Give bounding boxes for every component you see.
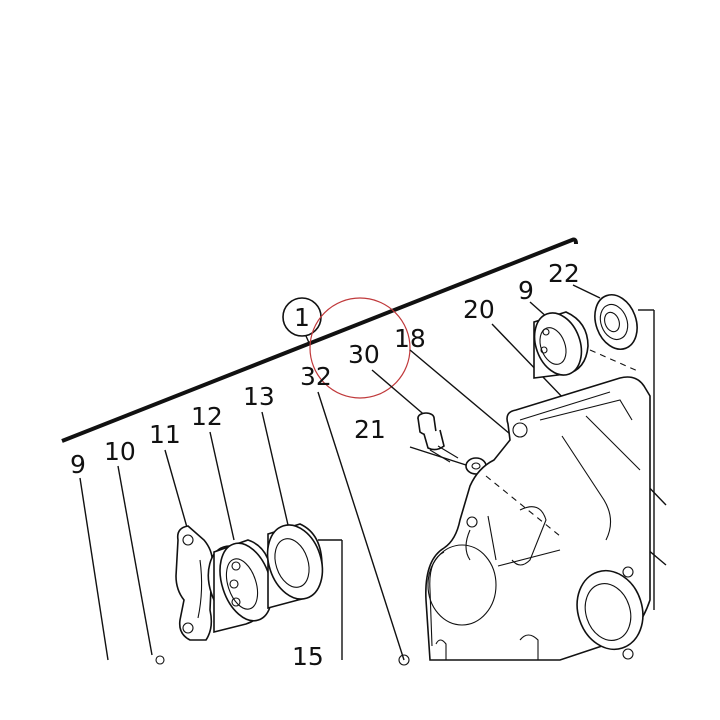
callout-21: 21 [354,415,386,444]
part-13-seal [266,523,324,610]
callout-20: 20 [463,295,495,324]
callout-10: 10 [104,437,136,466]
assembly-reference-line [61,237,578,443]
callout-32: 32 [300,362,332,391]
callout-1: 1 [294,303,310,332]
assembly-axes [485,349,641,537]
callout-12: 12 [191,402,223,431]
callout-18: 18 [394,324,426,353]
callout-30: 30 [348,340,380,369]
part-11-retaining-plate [175,525,214,641]
part-12-ball-bearing [207,539,273,634]
highlight-circle [309,297,411,399]
part-9-bearing-right [533,311,589,379]
callout-11: 11 [149,420,181,449]
callout-9-left: 9 [70,450,86,479]
callout-15: 15 [292,642,324,671]
callout-22: 22 [548,259,580,288]
part-30-bolt [417,412,459,463]
part-22-oil-seal [594,294,638,350]
callout-9-right: 9 [518,276,534,305]
callout-13: 13 [243,382,275,411]
